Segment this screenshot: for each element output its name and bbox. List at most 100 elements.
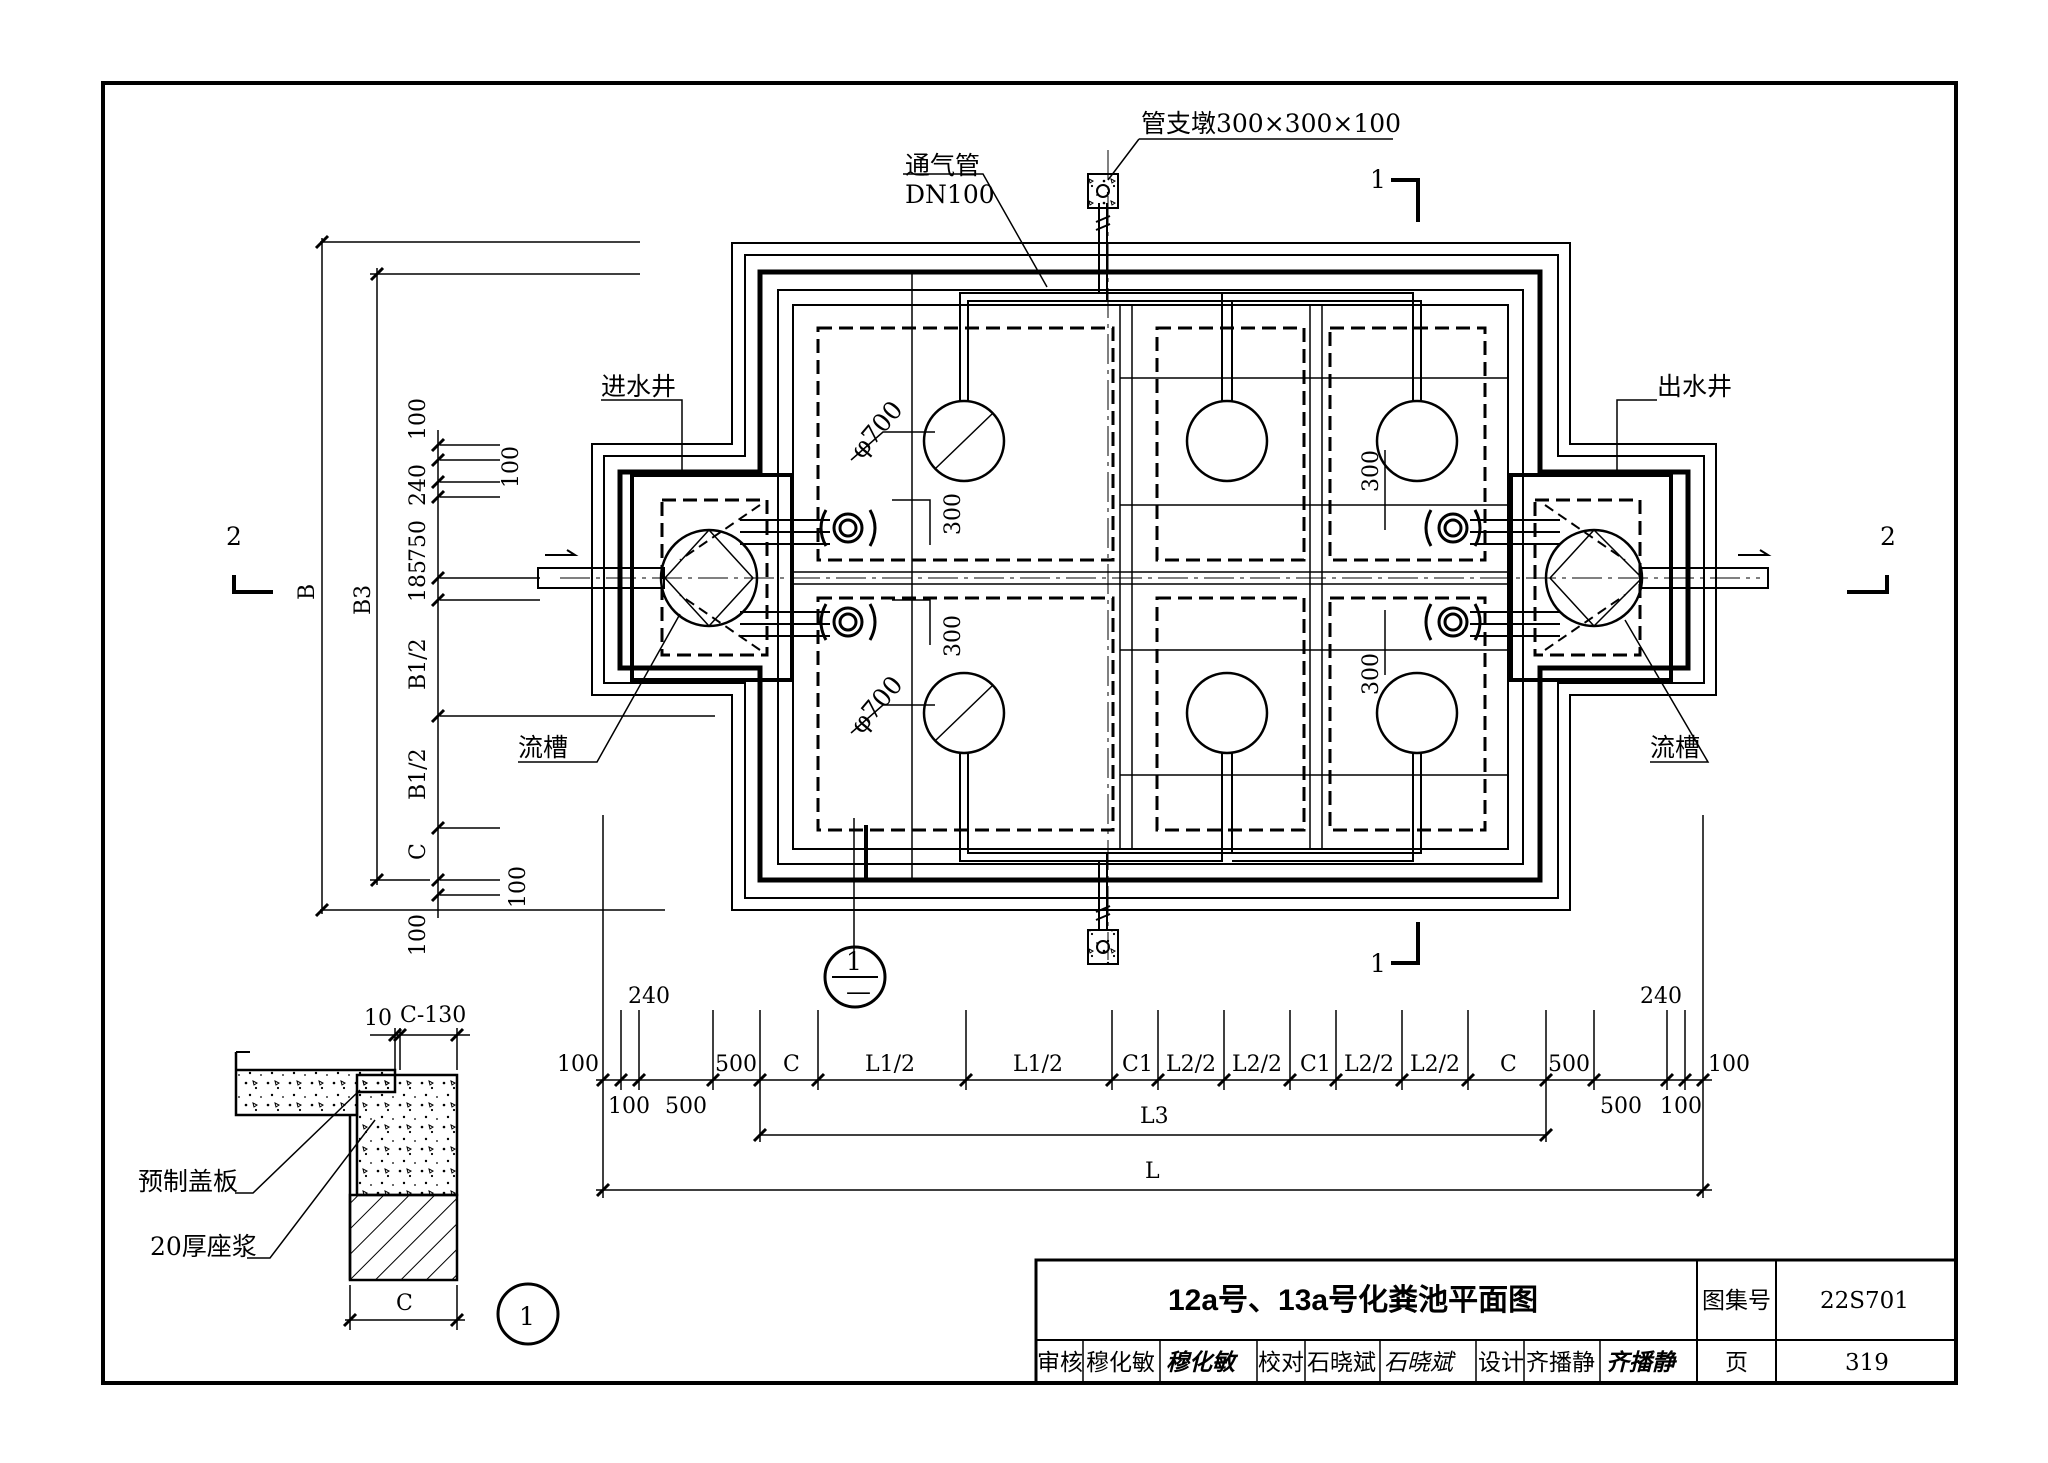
manhole-circle <box>1375 671 1459 755</box>
inlet-outlet-pipes <box>537 549 1772 589</box>
dim-left-b1a: B1/2 <box>406 638 431 690</box>
design-label: 设计 <box>1478 1350 1524 1376</box>
dim-bottom-500d: 500 <box>1600 1094 1642 1119</box>
dim-bottom-C-left: C <box>783 1052 800 1077</box>
page-label: 页 <box>1725 1350 1748 1376</box>
manhole-circle <box>1375 399 1459 483</box>
manhole-diameter-lines <box>663 413 1644 741</box>
dim-left-100a: 100 <box>406 398 431 440</box>
review-label: 审核 <box>1037 1350 1083 1376</box>
title-block <box>1034 1258 1958 1385</box>
leader-lines <box>235 138 1710 1259</box>
manhole-circle <box>1185 671 1269 755</box>
dim-300-d: 300 <box>1359 653 1384 695</box>
bottom-dim-extensions <box>620 1010 1686 1090</box>
dim-bottom-500b: 500 <box>715 1052 757 1077</box>
detail-ref-circle <box>823 945 887 1009</box>
left-dimension-lines <box>320 238 715 918</box>
page-number: 319 <box>1845 1350 1889 1376</box>
bottom-dimension-lines <box>596 815 1712 1198</box>
detail-dim-C: C <box>396 1291 413 1316</box>
reviewer-name: 穆化敏 <box>1086 1350 1155 1376</box>
connection-pipes <box>679 504 1626 651</box>
dim-bottom-100a: 100 <box>557 1052 599 1077</box>
dim-left-185: 185 <box>406 560 431 602</box>
dim-bottom-L1b: L1/2 <box>1013 1052 1063 1077</box>
diameter-top-label: φ700 <box>844 395 908 464</box>
precast-cover-label: 预制盖板 <box>138 1167 238 1196</box>
checker-signature: 石晓斌 <box>1384 1350 1456 1376</box>
tee-fittings <box>819 509 1482 641</box>
check-label: 校对 <box>1258 1350 1304 1376</box>
chamber-partitions <box>793 272 1508 880</box>
outlet-well-label: 出水井 <box>1657 372 1732 401</box>
section-1-bottom: 1 <box>1370 949 1386 978</box>
dim-bottom-L: L <box>1145 1159 1160 1184</box>
pipe-support-top <box>1087 173 1119 209</box>
dim-left-B3: B3 <box>351 585 376 615</box>
dim-left-100d: 100 <box>406 914 431 956</box>
manhole-circle <box>1185 399 1269 483</box>
detail-number: 1 <box>519 1302 535 1331</box>
channel-left-label: 流槽 <box>518 733 568 762</box>
mortar-bed-label: 20厚座浆 <box>150 1232 257 1261</box>
dim-bottom-L2d: L2/2 <box>1410 1052 1460 1077</box>
tank-outlines <box>591 242 1717 911</box>
section-marks <box>232 178 1889 965</box>
dim-bottom-240a: 240 <box>628 984 670 1009</box>
dim-left-b1b: B1/2 <box>406 748 431 800</box>
section-2-right: 2 <box>1880 522 1896 551</box>
dim-left-240: 240 <box>406 464 431 506</box>
manhole-circle <box>922 399 1006 483</box>
dim-left-100c: 100 <box>506 866 531 908</box>
pipe-support-label: 管支墩300×300×100 <box>1141 109 1401 138</box>
drawing-title: 12a号、13a号化粪池平面图 <box>1168 1284 1538 1317</box>
dim-bottom-L2c: L2/2 <box>1344 1052 1394 1077</box>
manhole-covers <box>659 399 1644 755</box>
dim-left-B: B <box>295 584 320 600</box>
designer-signature: 齐播静 <box>1606 1349 1678 1376</box>
dim-bottom-L3: L3 <box>1140 1104 1169 1129</box>
left-dim-ticks <box>314 234 446 918</box>
detail-number-circle <box>496 1282 560 1346</box>
dim-left-100b: 100 <box>499 446 524 488</box>
dim-bottom-C1a: C1 <box>1122 1052 1153 1077</box>
dim-bottom-100d: 100 <box>1660 1094 1702 1119</box>
sheet-border <box>101 81 1958 1385</box>
reviewer-signature: 穆化敏 <box>1166 1349 1239 1376</box>
detail-cover-section <box>234 1051 459 1282</box>
checker-name: 石晓斌 <box>1307 1350 1376 1376</box>
chamber-dashed-boxes <box>816 326 1487 832</box>
center-lines <box>560 150 1760 960</box>
dim-bottom-240b: 240 <box>1640 984 1682 1009</box>
detail-ref-den: — <box>846 977 871 1006</box>
vent-pipe-label: 通气管 <box>905 151 980 180</box>
detail-dim-ticks <box>342 1027 465 1328</box>
dim-bottom-C1b: C1 <box>1300 1052 1331 1077</box>
atlas-number: 22S701 <box>1820 1288 1909 1314</box>
dim-300-c: 300 <box>1359 450 1384 492</box>
vent-pipes <box>959 203 1422 930</box>
atlas-label: 图集号 <box>1702 1288 1771 1314</box>
manhole-circle <box>922 671 1006 755</box>
dim-bottom-500c: 500 <box>1548 1052 1590 1077</box>
dim-bottom-500a: 500 <box>665 1094 707 1119</box>
dim-bottom-C-right: C <box>1500 1052 1517 1077</box>
local-dims <box>892 450 1386 675</box>
inlet-well-label: 进水井 <box>601 372 676 401</box>
dim-left-750: 750 <box>406 520 431 562</box>
dim-300-a: 300 <box>941 493 966 535</box>
channel-right-label: 流槽 <box>1650 733 1700 762</box>
dim-bottom-100b: 100 <box>608 1094 650 1119</box>
dim-bottom-100c: 100 <box>1708 1052 1750 1077</box>
dim-bottom-L2a: L2/2 <box>1166 1052 1216 1077</box>
dim-bottom-L2b: L2/2 <box>1232 1052 1282 1077</box>
pipe-support-bottom <box>1087 929 1119 965</box>
detail-dim-10: 10 <box>364 1006 392 1031</box>
detail-dim-C130: C-130 <box>400 1003 466 1028</box>
detail-ref-num: 1 <box>846 947 862 976</box>
dim-bottom-L1a: L1/2 <box>865 1052 915 1077</box>
dim-left-c: C <box>406 843 431 860</box>
